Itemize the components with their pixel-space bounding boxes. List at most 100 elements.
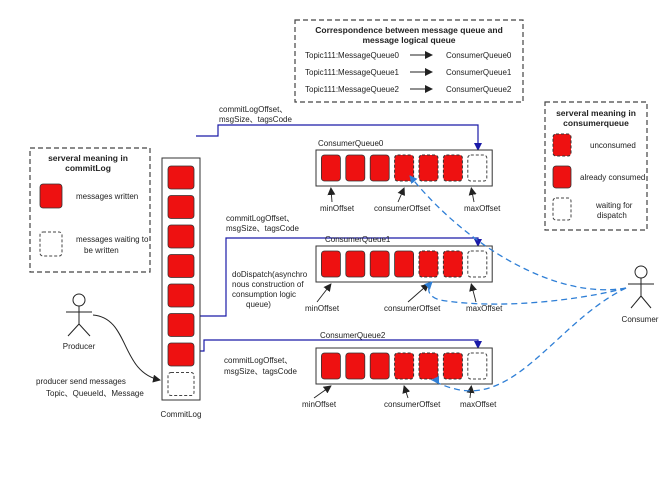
dispatch-lines	[196, 124, 482, 352]
consumer-queue-name: ConsumerQueue1	[325, 235, 391, 244]
queue-message-waiting	[467, 154, 488, 182]
consumer: Consumer	[622, 265, 659, 324]
offset-annotation-q1-line2: msgSize、tagsCode	[226, 224, 299, 233]
max-offset-label: maxOffset	[466, 304, 503, 313]
max-offset-label: maxOffset	[464, 204, 501, 213]
max-offset-pointer	[466, 385, 475, 399]
dispatch-line-q2	[196, 339, 482, 352]
legend-consumed-label: already consumed	[580, 173, 645, 182]
min-offset-label: minOffset	[305, 304, 340, 313]
legend-waiting-label-line1: messages waiting to	[76, 235, 149, 244]
producer-send-line1: producer send messages	[36, 377, 126, 386]
consumer-queue-1: ConsumerQueue1 minOffset consumerOffset max…	[305, 235, 503, 313]
min-offset-label: minOffset	[302, 400, 337, 409]
commitlog-message-written	[167, 195, 195, 219]
queue-message-consumed	[320, 352, 341, 380]
queue-message-consumed	[369, 352, 390, 380]
legend-dispatch-swatch	[552, 197, 572, 221]
commitlog-message-written	[167, 254, 195, 278]
legend-unconsumed-label: unconsumed	[590, 141, 636, 150]
offset-annotation-q2-line2: msgSize、tagsCode	[224, 367, 297, 376]
max-offset-label: maxOffset	[460, 400, 497, 409]
correspondence-legend: Correspondence between message queue and…	[294, 19, 524, 103]
commitlog: CommitLog	[161, 157, 202, 419]
min-offset-pointer	[313, 385, 332, 399]
dispatch-note-line2: nous construction of	[232, 280, 304, 289]
legend-written-swatch	[39, 183, 63, 209]
offset-annotation-q2-line1: commitLogOffset、	[224, 356, 292, 365]
correspondence-legend-border	[294, 19, 524, 103]
queue-message-unconsumed	[418, 352, 439, 380]
offset-annotation-q0-line1: commitLogOffset、	[219, 105, 287, 114]
queue-message-consumed	[369, 250, 390, 278]
queue-message-unconsumed	[442, 250, 463, 278]
commitlog-message-written	[167, 165, 195, 190]
consumer-links	[409, 175, 627, 392]
max-offset-pointer	[469, 283, 477, 303]
dispatch-line-q0	[196, 124, 482, 151]
min-offset-pointer	[327, 187, 336, 203]
producer-label: Producer	[63, 342, 96, 351]
producer-send-arrow	[92, 314, 161, 383]
commitlog-legend-title-line2: commitLog	[65, 163, 111, 173]
legend-waiting-label-line2: be written	[84, 246, 119, 255]
legend-written-label: messages written	[76, 192, 138, 201]
consumer-queue-0: ConsumerQueue0 minOffset consumerOffset max…	[315, 139, 501, 213]
consumer-offset-label: consumerOffset	[374, 204, 431, 213]
cq-legend-title-line1: serveral meaning in	[556, 108, 636, 118]
consumer-offset-pointer	[402, 385, 411, 399]
dispatch-line-q1	[196, 237, 482, 317]
commitlog-message-waiting	[167, 372, 195, 396]
queue-message-consumed	[320, 250, 341, 278]
queue-message-unconsumed	[418, 250, 439, 278]
commitlog-message-written	[167, 342, 195, 367]
min-offset-label: minOffset	[320, 204, 355, 213]
queue-message-waiting	[467, 250, 488, 278]
producer: Producer producer send messages Topic、Qu…	[36, 293, 161, 398]
correspondence-title-line2: message logical queue	[362, 35, 455, 45]
consumer-link-q0	[409, 175, 627, 291]
commitlog-message-written	[167, 224, 195, 249]
consumer-label: Consumer	[622, 315, 659, 324]
offset-annotation-q1-line1: commitLogOffset、	[226, 214, 294, 223]
commitlog-legend-border	[29, 147, 151, 273]
cq0-label: ConsumerQueue0	[446, 51, 512, 60]
legend-dispatch-label-line1: waiting for	[595, 201, 633, 210]
cq1-label: ConsumerQueue1	[446, 68, 512, 77]
queue-message-consumed	[345, 352, 366, 380]
legend-dispatch-label-line2: dispatch	[597, 211, 627, 220]
consumer-queues: ConsumerQueue0 minOffset consumerOffset max…	[302, 139, 503, 409]
legend-consumed-swatch	[552, 165, 572, 189]
consumer-link-q2	[431, 287, 627, 392]
queue-message-consumed	[369, 154, 390, 182]
mq0-label: Topic111:MessageQueue0	[305, 51, 400, 60]
consumerqueue-legend-border	[544, 101, 648, 231]
producer-send-line2: Topic、QueueId、Message	[46, 389, 144, 398]
consumer-offset-label: consumerOffset	[384, 400, 441, 409]
commitlog-legend: serveral meaning in commitLog messages w…	[29, 147, 151, 273]
legend-unconsumed-swatch	[552, 133, 572, 157]
consumer-offset-pointer	[397, 187, 405, 203]
queue-message-unconsumed	[394, 154, 415, 182]
consumerqueue-legend: serveral meaning in consumerqueue uncons…	[544, 101, 648, 231]
consumer-actor-icon	[628, 265, 654, 309]
dispatch-note-line1: doDispatch(asynchro	[232, 270, 308, 279]
offset-annotation-q0-line2: msgSize、tagsCode	[219, 115, 292, 124]
queue-message-unconsumed	[418, 154, 439, 182]
queue-message-consumed	[345, 250, 366, 278]
correspondence-title-line1: Correspondence between message queue and	[315, 25, 503, 35]
commitlog-message-written	[167, 313, 195, 337]
queue-message-waiting	[467, 352, 488, 380]
dispatch-note-line3: consumption logic	[232, 290, 296, 299]
queue-message-unconsumed	[442, 154, 463, 182]
consumer-link-q1	[424, 281, 627, 305]
consumer-offset-pointer	[407, 283, 430, 303]
mq2-label: Topic111:MessageQueue2	[305, 85, 400, 94]
consumer-queue-name: ConsumerQueue2	[320, 331, 386, 340]
queue-message-unconsumed	[394, 352, 415, 380]
consumer-queue-name: ConsumerQueue0	[318, 139, 384, 148]
queue-message-unconsumed	[442, 352, 463, 380]
commitlog-label: CommitLog	[161, 410, 202, 419]
consumer-offset-label: consumerOffset	[384, 304, 441, 313]
